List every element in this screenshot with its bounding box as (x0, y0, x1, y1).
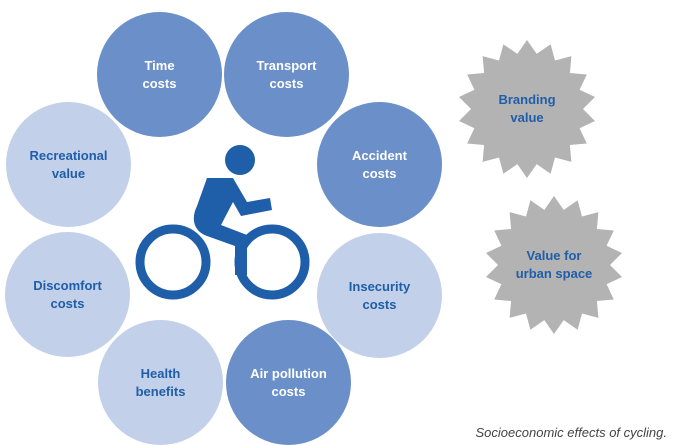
discomfort-costs-circle: Discomfort costs (5, 232, 130, 357)
starburst-icon (486, 196, 622, 334)
air-pollution-costs-circle: Air pollution costs (226, 320, 351, 445)
accident-costs-circle: Accident costs (317, 102, 442, 227)
insecurity-costs-label: Insecurity costs (348, 278, 411, 312)
discomfort-costs-label: Discomfort costs (33, 277, 102, 311)
transport-costs-label: Transport costs (256, 57, 317, 91)
urban-space-value-label: Value for urban space (515, 248, 593, 281)
time-costs-label: Time costs (142, 57, 177, 91)
air-pollution-costs-label: Air pollution costs (250, 365, 327, 399)
time-costs-circle: Time costs (97, 12, 222, 137)
starburst-icon (459, 40, 595, 178)
accident-costs-label: Accident costs (352, 147, 407, 181)
cyclist-icon (135, 145, 310, 300)
figure-caption: Socioeconomic effects of cycling. (475, 425, 667, 440)
insecurity-costs-circle: Insecurity costs (317, 233, 442, 358)
urban-space-value-star: Value for urban space (484, 195, 624, 335)
health-benefits-circle: Health benefits (98, 320, 223, 445)
branding-value-star: Branding value (457, 39, 597, 179)
recreational-value-label: Recreational value (29, 147, 108, 181)
recreational-value-circle: Recreational value (6, 102, 131, 227)
branding-value-label: Branding value (498, 92, 556, 125)
transport-costs-circle: Transport costs (224, 12, 349, 137)
health-benefits-label: Health benefits (135, 365, 186, 399)
